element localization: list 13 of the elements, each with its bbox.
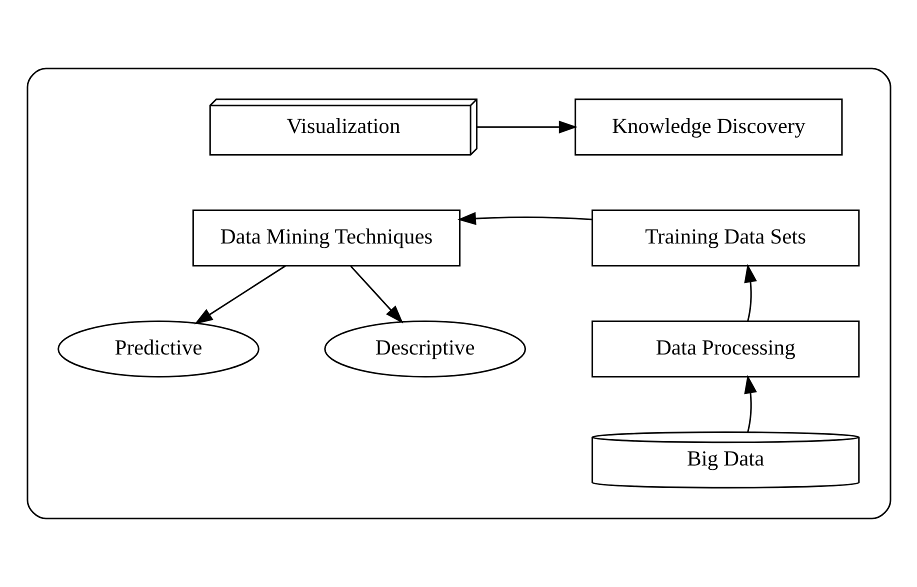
- node-box: Training Data Sets: [591, 210, 860, 267]
- arrow: [476, 120, 577, 134]
- node-ellipse: Descriptive: [324, 320, 526, 378]
- node-box: Data Mining Techniques: [192, 210, 460, 267]
- node-ellipse: Predictive: [57, 320, 259, 378]
- arrow: [456, 212, 592, 225]
- cluster: [26, 68, 891, 520]
- arrow: [194, 265, 286, 324]
- arrow: [744, 264, 756, 322]
- node-box: Data Processing: [591, 320, 860, 378]
- arrow: [350, 266, 403, 324]
- arrow: [744, 374, 756, 432]
- node-box: Knowledge Discovery: [574, 98, 842, 156]
